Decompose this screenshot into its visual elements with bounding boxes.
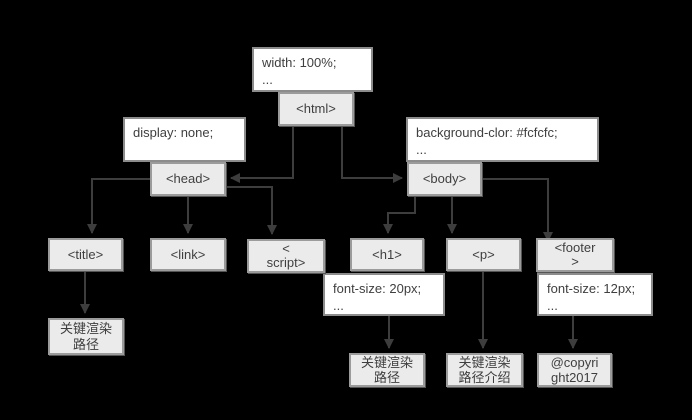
text-node-footer: @copyri ght2017 bbox=[537, 353, 612, 387]
node-title: <title> bbox=[48, 238, 123, 271]
edge-body-h1 bbox=[383, 196, 416, 234]
css-rule-html: width: 100%; ... bbox=[252, 47, 373, 92]
edge-html-body bbox=[341, 126, 403, 183]
node-head: <head> bbox=[150, 162, 226, 196]
edge-head-script bbox=[226, 186, 277, 235]
text-node-p: 关键渲染 路径介绍 bbox=[446, 353, 523, 387]
node-body: <body> bbox=[407, 162, 482, 196]
text-node-title: 关键渲染 路径 bbox=[48, 318, 124, 355]
css-rule-footer: font-size: 12px; ... bbox=[537, 273, 653, 316]
edge-html-head bbox=[230, 126, 294, 183]
node-link: <link> bbox=[150, 238, 226, 271]
node-p: <p> bbox=[446, 238, 521, 271]
text-node-h1: 关键渲染 路径 bbox=[349, 353, 425, 387]
edge-head-title bbox=[87, 178, 150, 234]
node-h1: <h1> bbox=[350, 238, 424, 271]
node-script: < script> bbox=[247, 239, 325, 273]
css-rule-head: display: none; bbox=[123, 117, 246, 162]
node-html: <html> bbox=[278, 92, 354, 126]
css-rule-body: background-clor: #fcfcfc; ... bbox=[406, 117, 599, 162]
node-footer: <footer > bbox=[536, 238, 614, 272]
edge-body-footer bbox=[482, 178, 553, 242]
css-rule-h1: font-size: 20px; ... bbox=[323, 273, 445, 316]
